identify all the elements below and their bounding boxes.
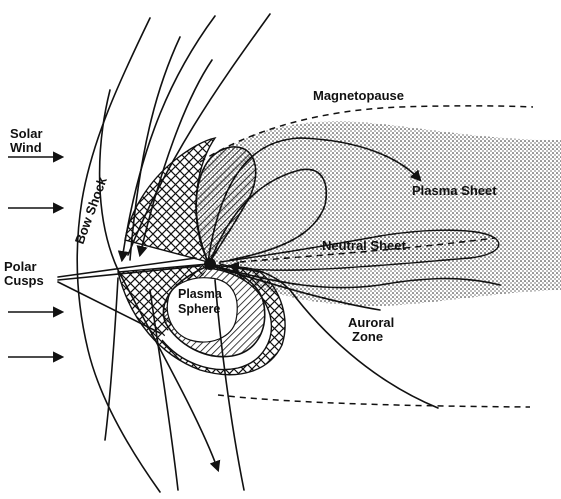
polar-cusps-label-2: Cusps <box>4 273 44 288</box>
bow-shock <box>77 18 160 492</box>
solar-wind-label-2: Wind <box>10 140 42 155</box>
plasma-sheet-label: Plasma Sheet <box>412 183 497 198</box>
auroral-zone-label-1: Auroral <box>348 315 394 330</box>
auroral-zone-label-2: Zone <box>352 329 383 344</box>
neutral-sheet-label: Neutral Sheet <box>322 238 406 253</box>
bow-shock-label: Bow Shock <box>72 174 110 246</box>
magnetopause-lower <box>218 395 530 407</box>
plasma-sphere-label-1: Plasma <box>178 287 223 301</box>
plasma-sphere-label-2: Sphere <box>178 302 220 316</box>
magnetopause-label: Magnetopause <box>313 88 404 103</box>
solar-wind-label-1: Solar <box>10 126 43 141</box>
polar-cusps-label-1: Polar <box>4 259 37 274</box>
earth <box>204 258 216 270</box>
